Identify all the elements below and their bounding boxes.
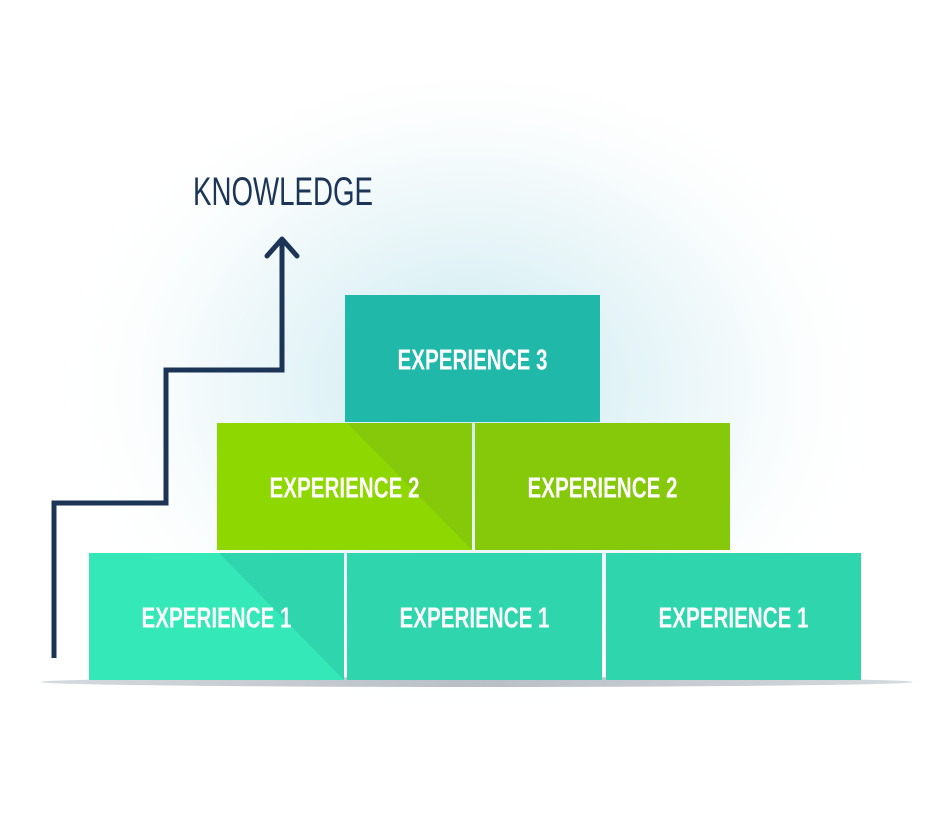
block-fill — [347, 553, 602, 680]
block-label: EXPERIENCE 2 — [528, 473, 678, 505]
block-label: EXPERIENCE 1 — [400, 603, 550, 635]
block-label: EXPERIENCE 3 — [398, 345, 548, 377]
block-label: EXPERIENCE 1 — [659, 603, 809, 635]
block-label: EXPERIENCE 2 — [270, 473, 420, 505]
arrow-head-icon — [264, 236, 300, 259]
experience-block-level-2: EXPERIENCE 2 — [475, 423, 730, 550]
block-highlight — [89, 553, 344, 680]
block-highlight — [217, 423, 472, 550]
block-fill — [606, 553, 861, 680]
knowledge-stair-arrow — [51, 240, 285, 658]
experience-block-level-3: EXPERIENCE 3 — [345, 295, 600, 422]
experience-block-level-2: EXPERIENCE 2 — [217, 423, 472, 550]
block-label: EXPERIENCE 1 — [142, 603, 292, 635]
experience-block-level-1: EXPERIENCE 1 — [606, 553, 861, 680]
block-fill — [345, 295, 600, 422]
knowledge-label: KNOWLEDGE — [193, 170, 373, 214]
block-fill — [475, 423, 730, 550]
experience-block-level-1: EXPERIENCE 1 — [89, 553, 344, 680]
experience-block-level-1: EXPERIENCE 1 — [347, 553, 602, 680]
